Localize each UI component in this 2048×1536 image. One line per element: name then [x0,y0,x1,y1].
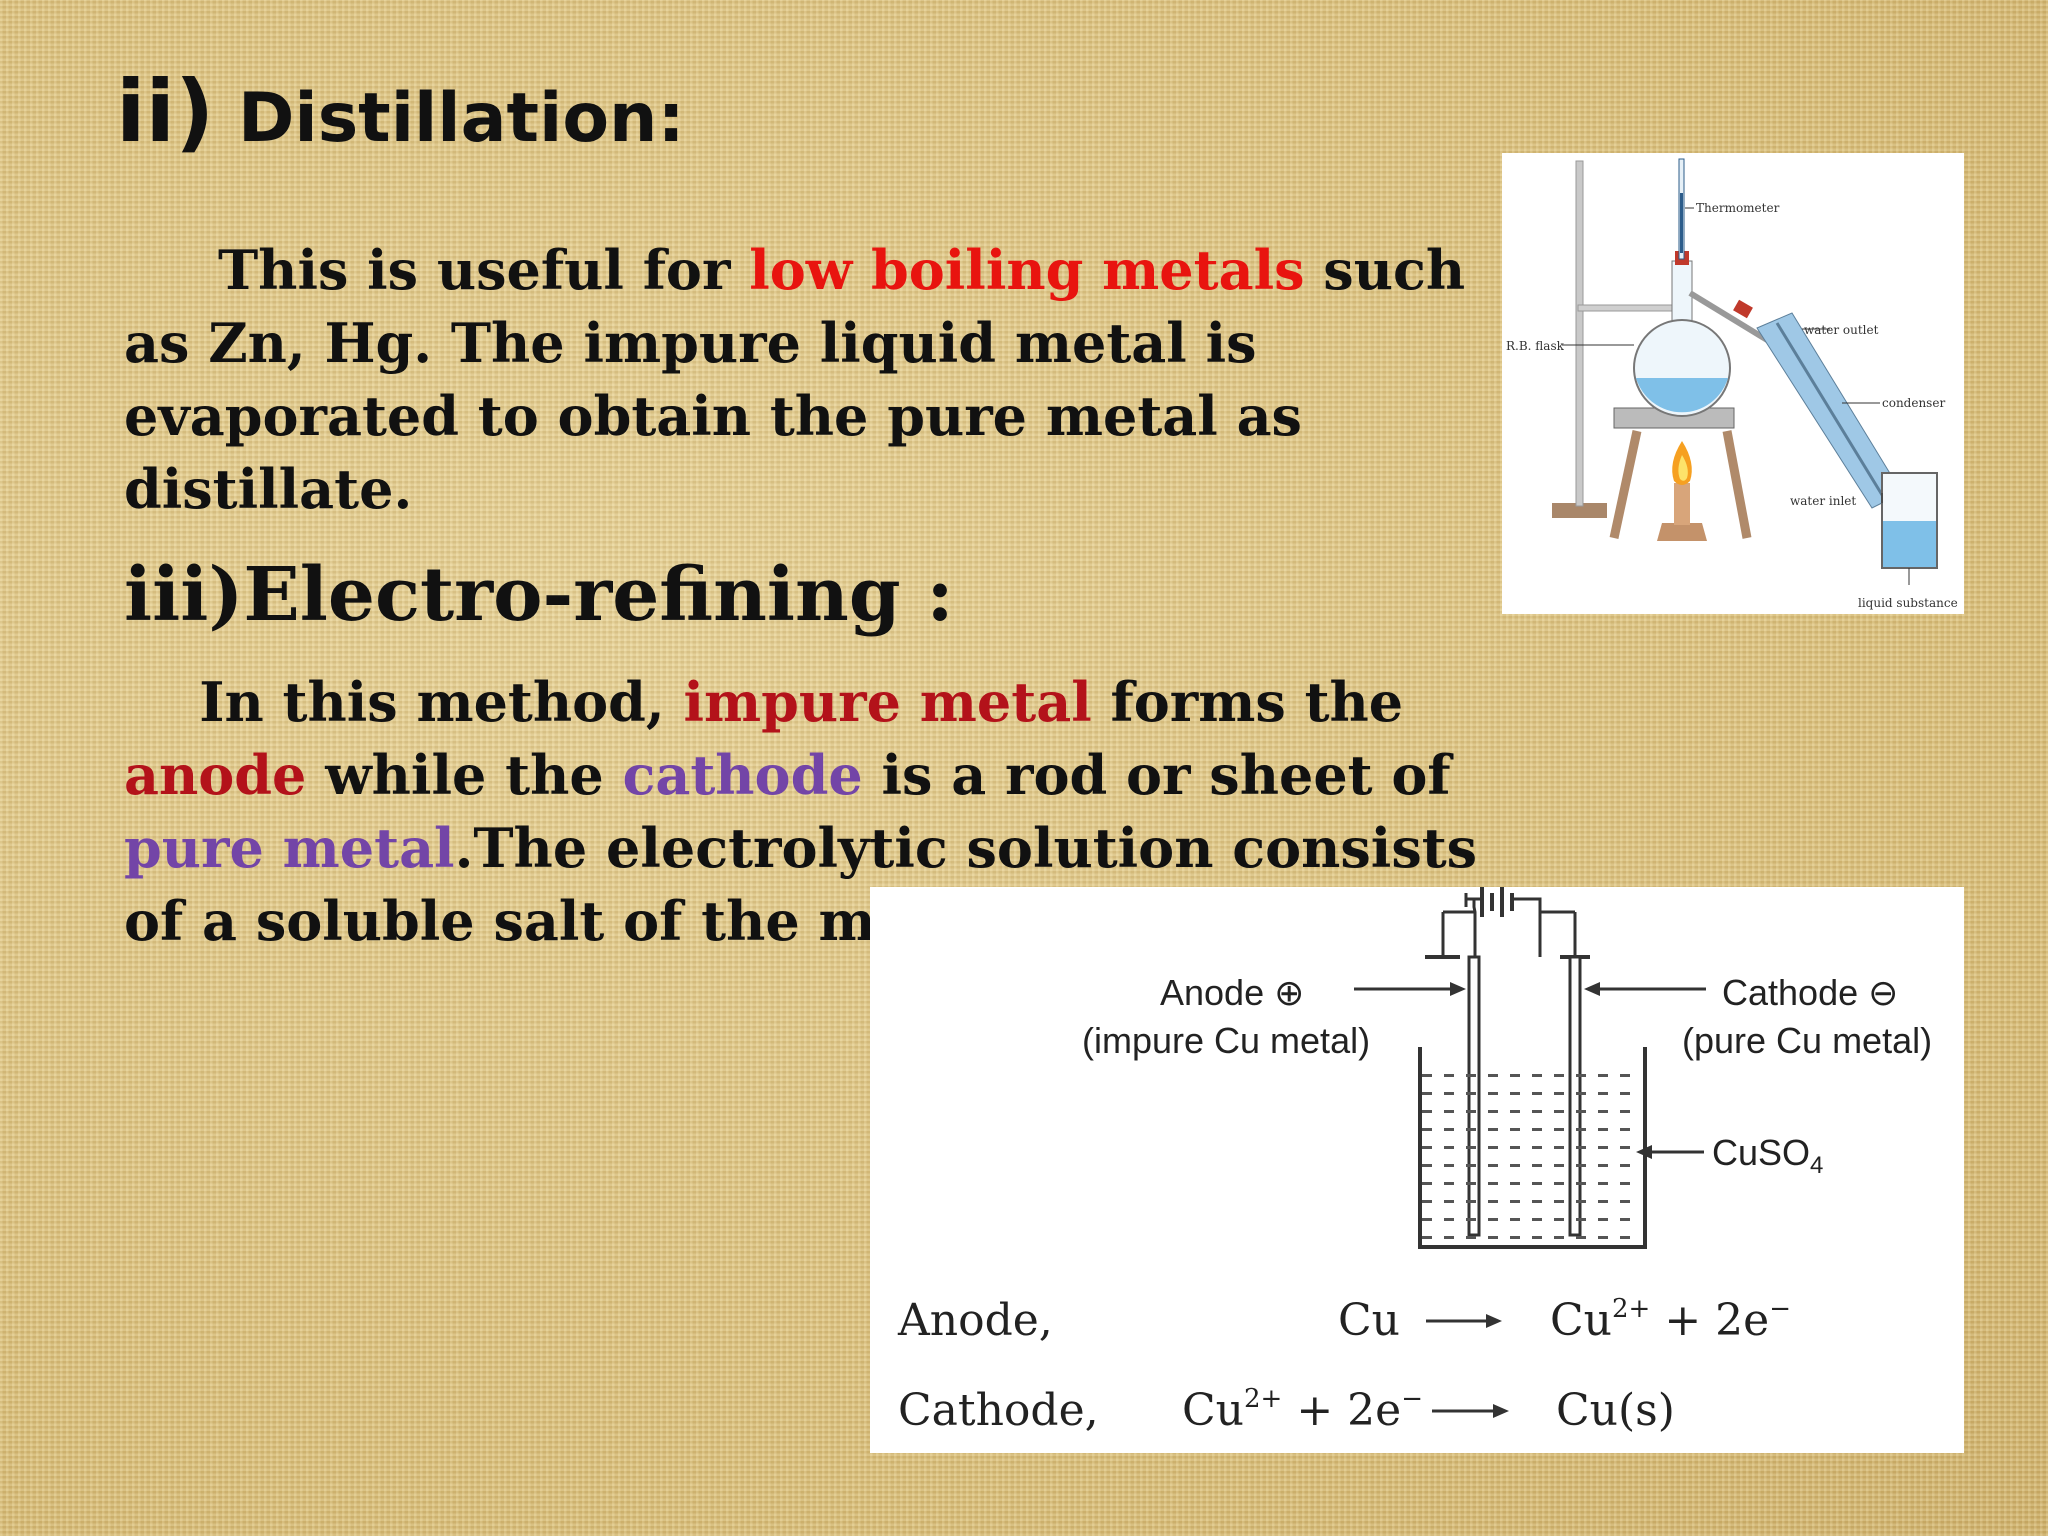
highlight-anode: anode [124,743,307,807]
flame-core [1678,455,1688,481]
eq-term: + 2e [1282,1385,1401,1436]
arrow-head [1636,1145,1652,1159]
eq-anode-rhs: Cu2+ + 2e− [1550,1294,1791,1346]
eq-superscript: − [1769,1294,1791,1324]
electrolytic-cell-diagram: Anode ⊕ (impure Cu metal) Cathode ⊖ (pur… [897,887,1932,1436]
heading-title: Distillation: [237,79,685,158]
highlight-low-boiling-metals: low boiling metals [749,238,1305,302]
cathode-label: Cathode ⊖ [1722,972,1898,1013]
eq-cathode-label: Cathode, [898,1385,1099,1436]
electrolyte-label: CuSO4 [1712,1132,1823,1179]
heading-distillation: ii) Distillation: [116,62,685,162]
distillation-paragraph: This is useful for low boiling metals su… [124,234,1465,526]
text: forms the [1091,670,1404,734]
para1-line4: distillate. [124,457,413,521]
text: is a rod or sheet of [862,743,1451,807]
side-arm [1688,290,1774,346]
beaker-liquid [1883,521,1936,567]
eq-superscript: − [1401,1384,1423,1414]
para2-line1: In this method, impure metal forms the [124,666,1477,739]
electrolytic-tank [1418,1047,1647,1249]
flask-liquid [1636,378,1728,413]
cathode-wire [1530,897,1542,957]
label-liquid-substance: liquid substance [1858,596,1958,610]
arrow-head [1584,982,1600,996]
eq-term: Cu [1182,1385,1244,1436]
inner-tube [1775,322,1889,504]
cuso4-solution [1422,1067,1632,1247]
text: In this method, [199,670,684,734]
electrolyte-subscript: 4 [1810,1152,1823,1179]
eq-anode-lhs: Cu [1338,1295,1400,1346]
eq-term: + 2e [1650,1295,1769,1346]
electro-refining-paragraph: In this method, impure metal forms the a… [124,666,1477,958]
arrow-head [1493,1404,1509,1418]
stand-rod [1575,160,1584,507]
label-thermometer: Thermometer [1696,201,1780,215]
burner-tube [1674,483,1690,525]
anode-wire [1466,897,1477,957]
electrolytic-cell-image: Anode ⊕ (impure Cu metal) Cathode ⊖ (pur… [870,887,1964,1453]
label-water-outlet: water outlet [1804,323,1879,337]
eq-superscript: 2+ [1612,1294,1650,1324]
highlight-impure-metal: impure metal [683,670,1092,734]
eq-cathode-lhs: Cu2+ + 2e− [1182,1384,1423,1436]
thermometer-scale [1680,193,1683,253]
tripod-leg [1722,430,1752,539]
para1-line2: as Zn, Hg. The impure liquid metal is [124,311,1257,375]
para2-line4: of a soluble salt of the m [124,889,876,953]
anode-label: Anode ⊕ [1160,972,1304,1013]
heading-number: ii) [116,62,215,162]
para2-line3: pure metal.The electrolytic solution con… [124,812,1477,885]
highlight-cathode: cathode [622,743,863,807]
arrow-head [1486,1314,1502,1328]
distillation-apparatus-image: Thermometer R.B. flask water outlet cond… [1502,153,1964,614]
eq-cathode-rhs: Cu(s) [1556,1385,1675,1436]
connector [1733,299,1753,319]
label-water-inlet: water inlet [1790,494,1856,508]
clamp-arm [1577,304,1679,312]
eq-superscript: 2+ [1244,1384,1282,1414]
distillation-diagram: Thermometer R.B. flask water outlet cond… [1506,158,1958,610]
para1-line3: evaporated to obtain the pure metal as [124,384,1302,448]
burner [1657,523,1707,541]
anode-sublabel: (impure Cu metal) [1082,1020,1370,1061]
eq-term: Cu [1550,1295,1612,1346]
text: such [1304,238,1466,302]
label-rb-flask: R.B. flask [1506,339,1565,353]
electrolyte-formula: CuSO [1712,1132,1810,1173]
para1-line1: This is useful for low boiling metals su… [124,234,1465,307]
para2-line2: anode while the cathode is a rod or shee… [124,739,1477,812]
highlight-pure-metal: pure metal [124,816,455,880]
eq-anode-label: Anode, [897,1295,1053,1346]
heading-electro-refining: iii)Electro-refining : [124,552,954,638]
text: .The electrolytic solution consists [454,816,1478,880]
text: This is useful for [218,238,750,302]
label-condenser: condenser [1882,396,1945,410]
arrow-head [1450,982,1466,996]
text: while the [306,743,623,807]
tripod-leg [1609,430,1642,539]
cathode-sublabel: (pure Cu metal) [1682,1020,1932,1061]
stand-base [1552,503,1607,518]
